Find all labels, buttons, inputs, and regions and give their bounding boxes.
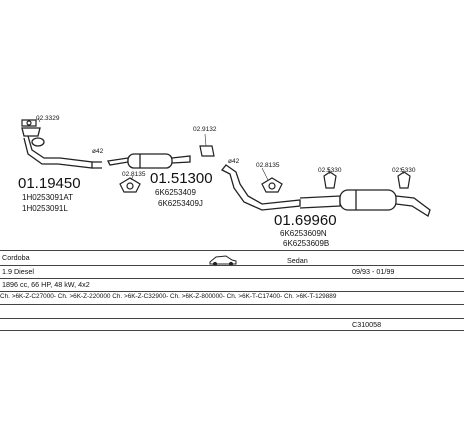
fitting-label-6: 02.5330 <box>392 167 416 174</box>
production-years: 09/93 - 01/99 <box>352 267 395 276</box>
part-ref-3b: 6K6253609B <box>283 239 329 248</box>
catalog-code: C310058 <box>352 320 382 329</box>
part-ref-1b: 1H0253091L <box>22 204 68 213</box>
leader-lines <box>37 117 405 181</box>
fitting-bracket-1 <box>323 171 337 189</box>
fitting-label-3: 02.8135 <box>122 171 146 178</box>
part-code-2: 01.51300 <box>150 170 213 187</box>
part-ref-2b: 6K6253409J <box>158 199 203 208</box>
table-divider <box>0 265 464 266</box>
table-divider <box>0 250 464 251</box>
fitting-label-1: 02.3329 <box>36 115 60 122</box>
fitting-hanger-1 <box>119 177 141 193</box>
table-divider <box>0 318 464 319</box>
fitting-label-4: 02.8135 <box>256 162 280 169</box>
fitting-clamp-1 <box>21 119 37 127</box>
table-divider <box>0 330 464 331</box>
fitting-bracket-2 <box>397 171 411 189</box>
middle-silencer <box>107 153 191 169</box>
fitting-hanger-2 <box>261 177 283 193</box>
table-divider <box>0 291 464 292</box>
part-ref-3a: 6K6253609N <box>280 229 327 238</box>
fitting-label-5: 02.5330 <box>318 167 342 174</box>
part-ref-2a: 6K6253409 <box>155 188 196 197</box>
part-code-1: 01.19450 <box>18 175 81 192</box>
engine-type: 1.9 Diesel <box>2 267 34 276</box>
engine-specs: 1896 cc, 66 HP, 48 kW, 4x2 <box>2 280 90 289</box>
model-name: Cordoba <box>2 253 30 262</box>
table-divider <box>0 304 464 305</box>
part-ref-1a: 1H0253091AT <box>22 193 73 202</box>
body-type: Sedan <box>287 256 308 265</box>
diameter-label-1: ø42 <box>92 148 104 155</box>
rear-silencer <box>220 164 431 217</box>
fitting-clamp-2 <box>199 145 215 157</box>
diameter-label-2: ø42 <box>228 158 240 165</box>
part-code-3: 01.69960 <box>274 212 337 229</box>
fitting-label-2: 02.9132 <box>193 126 217 133</box>
table-divider <box>0 278 464 279</box>
chassis-numbers: Ch. >6K-Z-C27000- Ch. >6K-Z-220000 Ch. >… <box>0 293 337 300</box>
sedan-icon <box>209 255 237 267</box>
front-pipe <box>21 127 102 169</box>
